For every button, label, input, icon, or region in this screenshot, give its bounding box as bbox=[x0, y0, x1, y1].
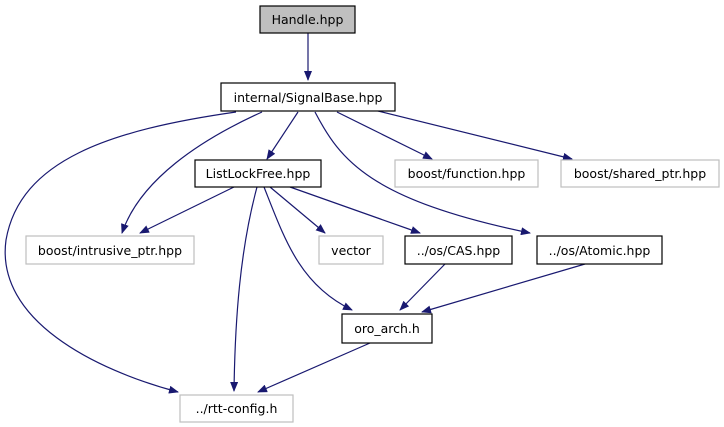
edge-listlockfree-to-boost-intrusive-ptr bbox=[139, 186, 235, 234]
edge-listlockfree-to-rtt-config bbox=[230, 186, 258, 392]
node-os-atomic-hpp[interactable]: ../os/Atomic.hpp bbox=[536, 235, 663, 265]
edge-listlockfree-to-vector bbox=[269, 186, 326, 234]
edge-signalbase-to-rtt-config bbox=[4, 111, 237, 394]
node-listlockfree-hpp[interactable]: ListLockFree.hpp bbox=[194, 159, 322, 188]
edge-signalbase-to-boost-shared-ptr bbox=[369, 108, 573, 161]
node-label: Handle.hpp bbox=[272, 12, 344, 27]
node-vector[interactable]: vector bbox=[318, 235, 384, 265]
edge-signalbase-to-boost-intrusive-ptr bbox=[121, 111, 263, 234]
node-oro-arch-h[interactable]: oro_arch.h bbox=[341, 313, 433, 344]
node-boost-intrusive-ptr-hpp[interactable]: boost/intrusive_ptr.hpp bbox=[25, 235, 195, 265]
node-label: boost/function.hpp bbox=[408, 166, 526, 181]
node-rtt-config-h[interactable]: ../rtt-config.h bbox=[179, 394, 294, 423]
edge-listlockfree-to-oro-arch bbox=[263, 186, 353, 311]
node-label: internal/SignalBase.hpp bbox=[234, 90, 383, 105]
edge-os-atomic-to-oro-arch bbox=[421, 263, 586, 314]
node-label: ListLockFree.hpp bbox=[206, 166, 311, 181]
node-boost-function-hpp[interactable]: boost/function.hpp bbox=[394, 159, 539, 188]
edge-signalbase-to-boost-function bbox=[336, 111, 433, 160]
nodes: Handle.hpp internal/SignalBase.hpp ListL… bbox=[25, 5, 720, 423]
edge-oro-arch-to-rtt-config bbox=[257, 342, 371, 393]
node-internal-signalbase-hpp[interactable]: internal/SignalBase.hpp bbox=[220, 82, 396, 112]
node-os-cas-hpp[interactable]: ../os/CAS.hpp bbox=[404, 235, 513, 265]
edge-signalbase-to-os-atomic bbox=[314, 111, 531, 236]
node-handle-hpp[interactable]: Handle.hpp bbox=[259, 5, 356, 34]
edge-listlockfree-to-os-cas bbox=[289, 186, 421, 234]
node-boost-shared-ptr-hpp[interactable]: boost/shared_ptr.hpp bbox=[560, 159, 720, 188]
node-label: boost/shared_ptr.hpp bbox=[574, 166, 706, 181]
edges bbox=[4, 33, 586, 394]
node-label: ../os/CAS.hpp bbox=[417, 243, 501, 258]
edge-os-cas-to-oro-arch bbox=[399, 263, 446, 311]
node-label: oro_arch.h bbox=[354, 321, 420, 336]
node-label: boost/intrusive_ptr.hpp bbox=[38, 243, 182, 258]
edge-signalbase-to-listlockfree bbox=[266, 111, 299, 160]
node-label: ../rtt-config.h bbox=[196, 401, 278, 416]
node-label: vector bbox=[331, 243, 372, 258]
node-label: ../os/Atomic.hpp bbox=[549, 243, 651, 258]
